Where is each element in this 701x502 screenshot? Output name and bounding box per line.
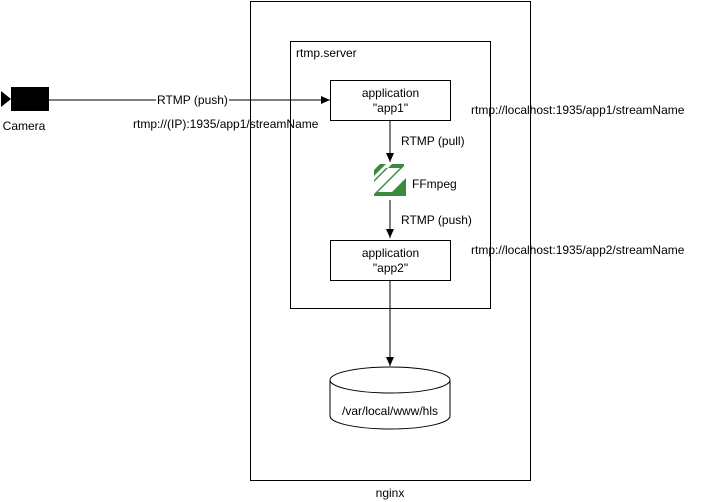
nginx-label: nginx: [375, 486, 405, 500]
rtmp-server-label: rtmp.server: [296, 46, 357, 60]
app2-label-line1: application: [361, 245, 420, 260]
nginx-container: [250, 1, 531, 481]
edge-label-camera-to-app1: RTMP (push): [156, 93, 229, 107]
camera-input-url: rtmp://(IP):1935/app1/streamName: [133, 117, 319, 131]
ffmpeg-label: FFmpeg: [412, 177, 457, 191]
camera-label: Camera: [2, 119, 46, 133]
edge-label-app1-to-ffmpeg: RTMP (pull): [401, 134, 465, 148]
app1-url: rtmp://localhost:1935/app1/streamName: [471, 103, 685, 117]
app2-url: rtmp://localhost:1935/app2/streamName: [471, 243, 685, 257]
app1-label-line2: "app1": [372, 100, 409, 115]
storage-cylinder: [329, 366, 451, 430]
app1-label-line1: application: [361, 85, 420, 100]
app2-node: application "app2": [330, 240, 451, 281]
app1-node: application "app1": [330, 80, 451, 121]
app2-label-line2: "app2": [372, 260, 409, 275]
ffmpeg-icon: [374, 164, 406, 196]
camera-icon: [1, 87, 49, 111]
edge-label-ffmpeg-to-app2: RTMP (push): [401, 213, 472, 227]
storage-label: /var/local/www/hls: [341, 404, 439, 418]
